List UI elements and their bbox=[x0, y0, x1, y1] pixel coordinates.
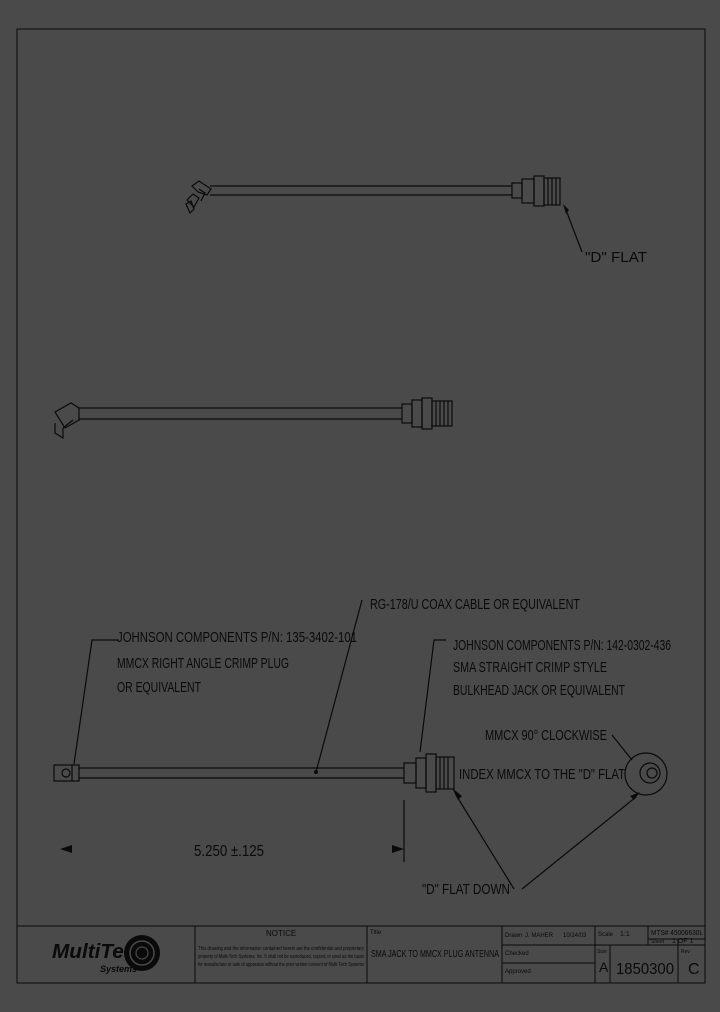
dimension-arrow-right bbox=[392, 845, 404, 853]
d-flat-down-label: "D" FLAT DOWN bbox=[422, 881, 510, 898]
size-value: A bbox=[599, 959, 609, 975]
part-number: 1850300 bbox=[616, 961, 674, 978]
right-connector-line3: BULKHEAD JACK OR EQUIVALENT bbox=[453, 682, 625, 699]
rev-value: C bbox=[688, 961, 700, 978]
notice-line-2: property of Multi-Tech Systems, Inc. It … bbox=[198, 954, 364, 960]
sheet-value: 1 OF 1 bbox=[672, 938, 694, 945]
d-flat-label-top: "D" FLAT bbox=[585, 249, 647, 266]
sheet-label: Sheet bbox=[651, 939, 665, 945]
title-label: Title bbox=[370, 930, 382, 936]
scale-value: 1:1 bbox=[620, 931, 630, 938]
dimension-label: 5.250 ±.125 bbox=[194, 843, 264, 860]
doc-number: MTS# 45006630L bbox=[651, 930, 703, 937]
approved-label: Approved bbox=[505, 969, 531, 975]
dimension-arrow-left bbox=[60, 845, 72, 853]
size-label: Size bbox=[597, 949, 607, 955]
notice-line-1: This drawing and the information contain… bbox=[198, 946, 364, 952]
rev-label: Rev bbox=[681, 949, 690, 955]
d-flat-arrowhead-top bbox=[563, 204, 569, 214]
right-connector-line1: JOHNSON COMPONENTS P/N: 142-0302-436 bbox=[453, 637, 671, 654]
d-flat-arrowhead-bottom bbox=[452, 788, 462, 800]
d-flat-arrowhead-circle bbox=[630, 792, 640, 800]
drawn-date: 10/24/03 bbox=[563, 933, 587, 939]
mmcx-rotation-label: MMCX 90° CLOCKWISE bbox=[485, 727, 607, 744]
notice-line-3: for manufacture or sale of apparatus wit… bbox=[198, 962, 364, 968]
notice-title: NOTICE bbox=[266, 929, 296, 938]
logo-main: MultiTech bbox=[52, 941, 148, 963]
index-note-label: INDEX MMCX TO THE "D" FLAT bbox=[459, 766, 625, 783]
drawing-title: SMA JACK TO MMCX PLUG ANTENNA bbox=[371, 949, 499, 960]
left-connector-line1: JOHNSON COMPONENTS P/N: 135-3402-101 bbox=[117, 629, 357, 646]
assembly-view-middle bbox=[54, 397, 453, 440]
logo-sub: Systems bbox=[100, 964, 137, 974]
left-connector-line2: MMCX RIGHT ANGLE CRIMP PLUG bbox=[117, 655, 289, 672]
logo-emblem bbox=[124, 935, 160, 971]
drawing-border bbox=[16, 28, 706, 984]
title-block bbox=[16, 925, 706, 984]
right-connector-line2: SMA STRAIGHT CRIMP STYLE bbox=[453, 659, 607, 676]
cable-label: RG-178/U COAX CABLE OR EQUIVALENT bbox=[370, 596, 580, 613]
scale-label: Scale bbox=[598, 932, 614, 938]
assembly-view-top bbox=[185, 175, 583, 253]
cable-leader-dot bbox=[314, 770, 318, 774]
assembly-view-bottom bbox=[53, 599, 668, 890]
drawn-label: Drawn bbox=[505, 933, 522, 939]
left-connector-line3: OR EQUIVALENT bbox=[117, 679, 201, 696]
checked-label: Checked bbox=[505, 951, 529, 957]
drawn-by: J. MAHER bbox=[525, 933, 554, 939]
